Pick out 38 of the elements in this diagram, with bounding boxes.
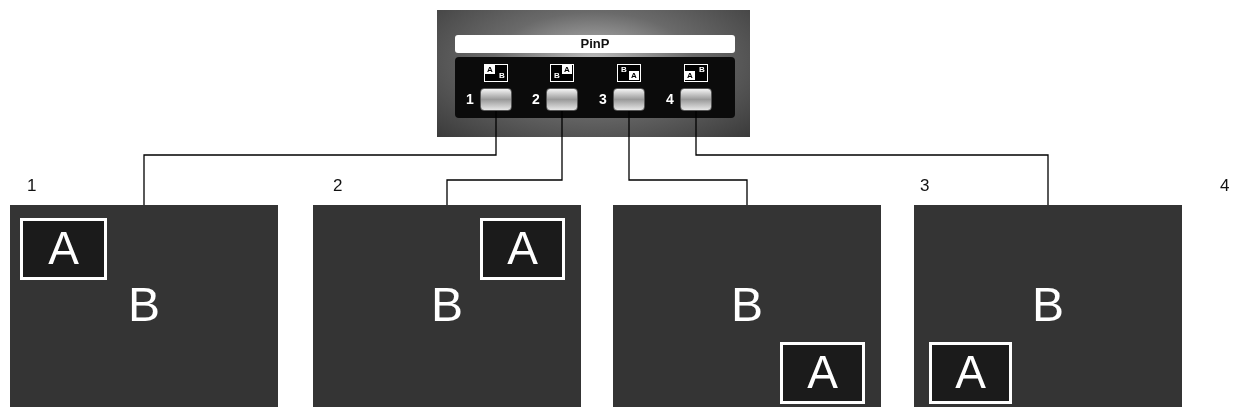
inset-window: A <box>780 342 865 404</box>
main-letter: B <box>554 71 560 80</box>
screen-number: 4 <box>1220 176 1230 196</box>
screen-number: 2 <box>333 176 343 196</box>
push-button <box>546 88 578 111</box>
inset-letter: A <box>685 71 695 80</box>
inset-letter: A <box>629 71 639 80</box>
push-button <box>480 88 512 111</box>
connector-line <box>695 110 1049 206</box>
main-window-letter: B <box>730 277 764 333</box>
screen <box>914 205 1182 407</box>
inset-letter: A <box>485 65 495 74</box>
connector-line <box>446 110 563 206</box>
push-button <box>680 88 712 111</box>
main-window-letter: B <box>1031 277 1065 333</box>
connector-line <box>143 110 497 206</box>
main-letter: B <box>621 65 627 74</box>
main-letter: B <box>499 71 505 80</box>
connector-line <box>628 110 748 206</box>
screen <box>10 205 278 407</box>
control-panel <box>437 10 750 137</box>
button-number: 1 <box>466 91 474 107</box>
inset-window: A <box>20 218 107 280</box>
main-letter: B <box>699 65 705 74</box>
inset-window: A <box>929 342 1012 404</box>
push-button <box>613 88 645 111</box>
panel-title: PinP <box>455 35 735 53</box>
screen <box>613 205 881 407</box>
inset-window: A <box>480 218 565 280</box>
main-window-letter: B <box>127 277 161 333</box>
button-number: 3 <box>599 91 607 107</box>
button-number: 2 <box>532 91 540 107</box>
main-window-letter: B <box>430 277 464 333</box>
inset-letter: A <box>562 65 572 74</box>
screen-number: 1 <box>27 176 37 196</box>
screen-number: 3 <box>920 176 930 196</box>
screen <box>313 205 581 407</box>
button-number: 4 <box>666 91 674 107</box>
